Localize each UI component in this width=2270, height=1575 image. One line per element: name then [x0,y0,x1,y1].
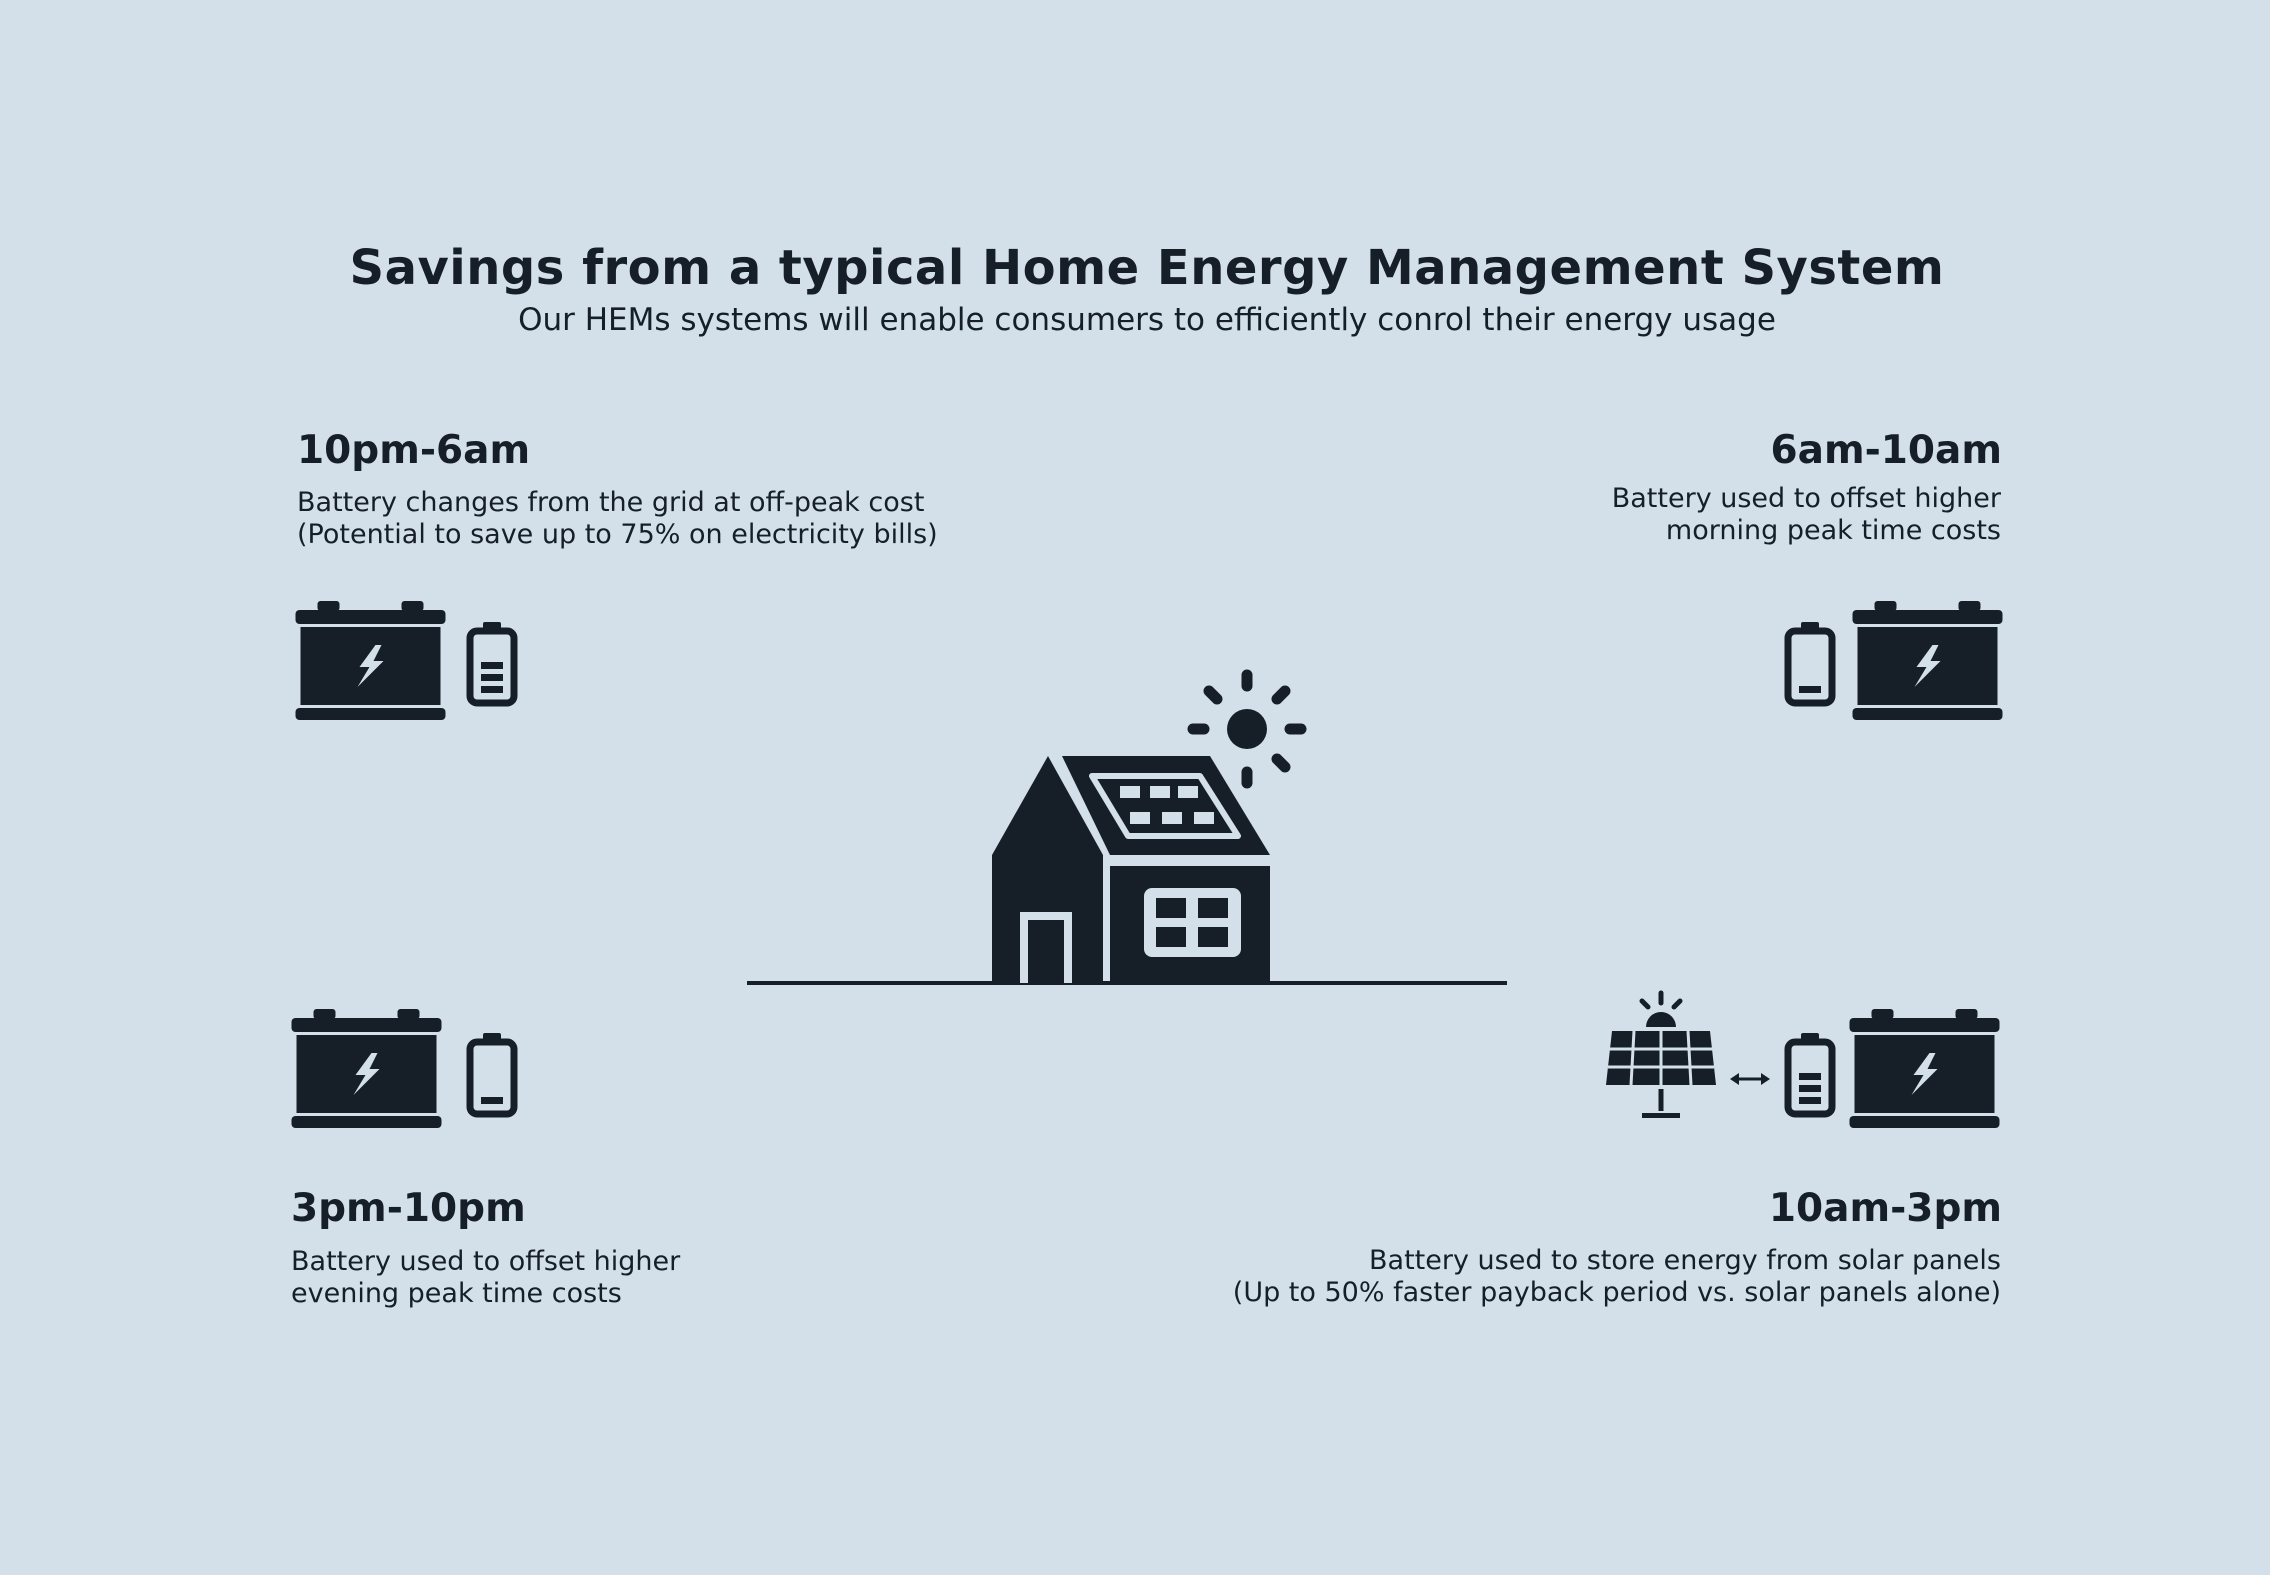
bidirectional-arrow-icon [1730,1073,1770,1085]
lightning-bolt-icon [1914,645,1941,687]
desc-line: evening peak time costs [291,1278,622,1309]
desc-line: Battery changes from the grid at off-pea… [297,487,925,518]
battery-level-icon [466,622,518,707]
desc-top-left: Battery changes from the grid at off-pea… [297,487,938,551]
desc-line: Battery used to offset higher [1611,483,2001,514]
car-battery-icon [295,601,446,720]
car-battery-icon [291,1009,442,1128]
desc-line: Battery used to store energy from solar … [1369,1245,2001,1276]
battery-bar [481,674,503,681]
battery-bar [1799,686,1821,693]
desc-line: morning peak time costs [1665,515,2001,546]
desc-line: (Potential to save up to 75% on electric… [297,519,938,550]
battery-bar [481,1097,503,1104]
desc-top-right: Battery used to offset higher morning pe… [1612,483,2001,547]
desc-bottom-left: Battery used to offset higher evening pe… [291,1246,680,1310]
page-title: Savings from a typical Home Energy Manag… [349,240,1945,296]
lightning-bolt-icon [357,645,384,687]
page-subtitle: Our HEMs systems will enable consumers t… [518,302,1776,338]
sun-icon [1187,669,1307,789]
car-battery-icon [1852,601,2003,720]
battery-level-icon [1784,622,1836,707]
battery-bar [481,662,503,669]
desc-line: Battery used to offset higher [291,1246,681,1277]
time-10pm-6am: 10pm-6am [297,428,531,473]
time-3pm-10pm: 3pm-10pm [291,1186,526,1231]
lightning-bolt-icon [353,1053,380,1095]
house-icon [992,756,1270,983]
car-battery-icon [1849,1009,2000,1128]
solar-panel-icon [1606,990,1716,1118]
lightning-bolt-icon [1911,1053,1938,1095]
battery-bar [1799,1085,1821,1092]
battery-bar [1799,1073,1821,1080]
battery-level-icon [466,1033,518,1118]
time-10am-3pm: 10am-3pm [1768,1186,2002,1231]
battery-bar [481,686,503,693]
desc-bottom-right: Battery used to store energy from solar … [1233,1245,2001,1309]
battery-level-icon [1784,1033,1836,1118]
battery-bar [1799,1097,1821,1104]
desc-line: (Up to 50% faster payback period vs. sol… [1232,1277,2001,1308]
time-6am-10am: 6am-10am [1770,428,2002,473]
